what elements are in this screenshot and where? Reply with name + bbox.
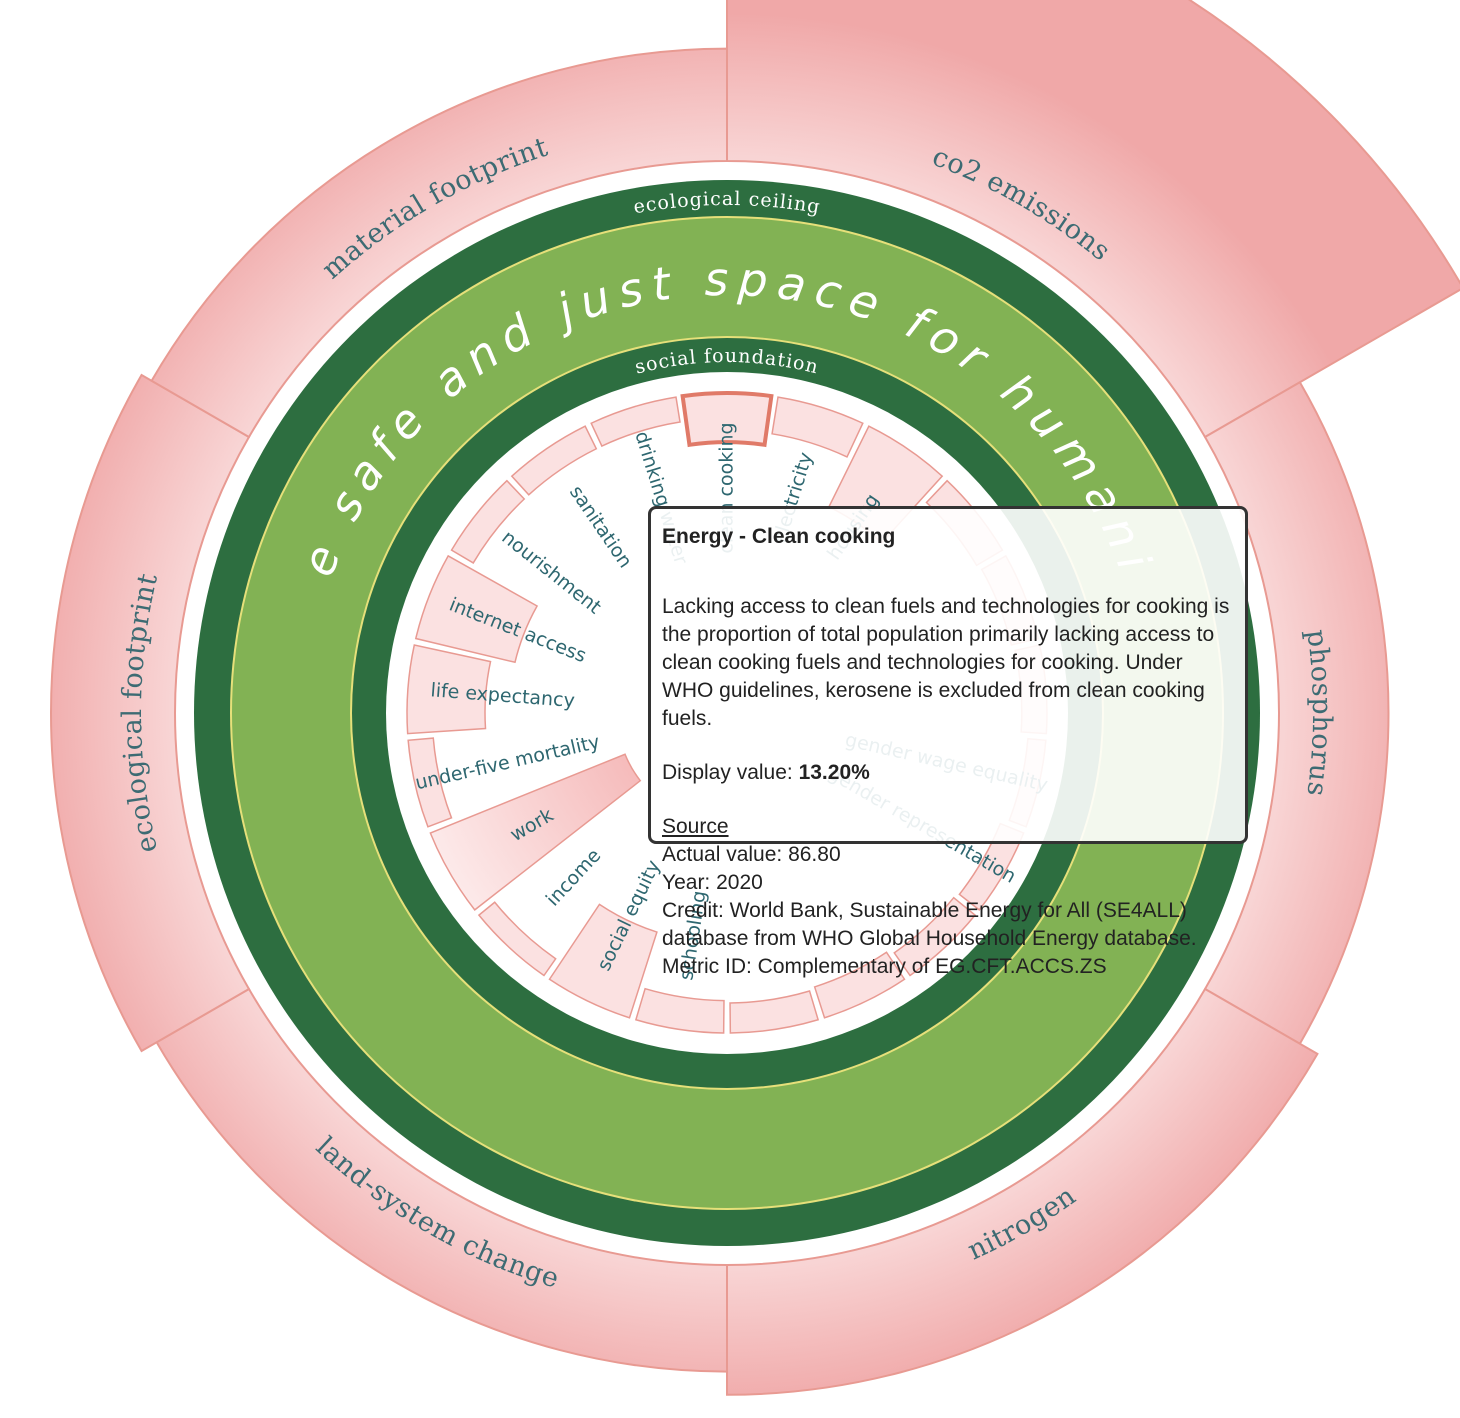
eco-wedge-material-footprint[interactable] [150,47,728,439]
indicator-tooltip: Energy - Clean cooking Lacking access to… [648,506,1248,978]
tooltip-description: Lacking access to clean fuels and techno… [662,595,1230,730]
social-wedge-8[interactable] [893,896,977,977]
display-value-number: 13.20% [798,761,870,784]
social-wedge-life-expectancy[interactable] [406,644,492,735]
eco-wedge-co2-emissions[interactable] [726,0,1460,439]
tooltip-credit: Credit: World Bank, Sustainable Energy f… [662,899,1197,950]
tooltip-title: Energy - Clean cooking [662,525,896,548]
eco-label-1: phosphorus [1300,628,1337,799]
social-wedge-schooling[interactable] [634,987,725,1034]
display-value-label: Display value: [662,761,793,784]
ecological-overshoot-wedges [50,0,1460,1396]
social-wedge-nourishment[interactable] [450,479,526,564]
social-wedge-drinking-water[interactable] [590,396,681,448]
tooltip-year: Year: 2020 [662,871,763,894]
social-wedge-social-equity[interactable] [548,903,658,1019]
social-wedge-internet-access[interactable] [414,554,539,664]
eco-wedge-nitrogen[interactable] [726,987,1319,1396]
social-wedge-9[interactable] [813,951,906,1019]
eco-wedge-ecological-footprint[interactable] [50,373,251,1053]
social-wedge-10[interactable] [729,990,820,1034]
tooltip-source-heading: Source [662,815,729,838]
social-wedge-work[interactable] [429,753,642,911]
tooltip-metric-id: Metric ID: Complementary of EG.CFT.ACCS.… [662,955,1107,978]
social-wedge-sanitation[interactable] [510,425,598,496]
social-wedge-income[interactable] [477,901,557,977]
social-wedge-clean-cooking[interactable] [680,391,774,448]
social-wedge-under-five-mortality[interactable] [407,737,453,828]
social-wedge-electricity[interactable] [771,396,864,458]
tooltip-actual-value: Actual value: 86.80 [662,843,841,866]
tooltip-display-value: Display value: 13.20% [662,759,1234,787]
social-shortfall-wedges [406,391,1048,1034]
